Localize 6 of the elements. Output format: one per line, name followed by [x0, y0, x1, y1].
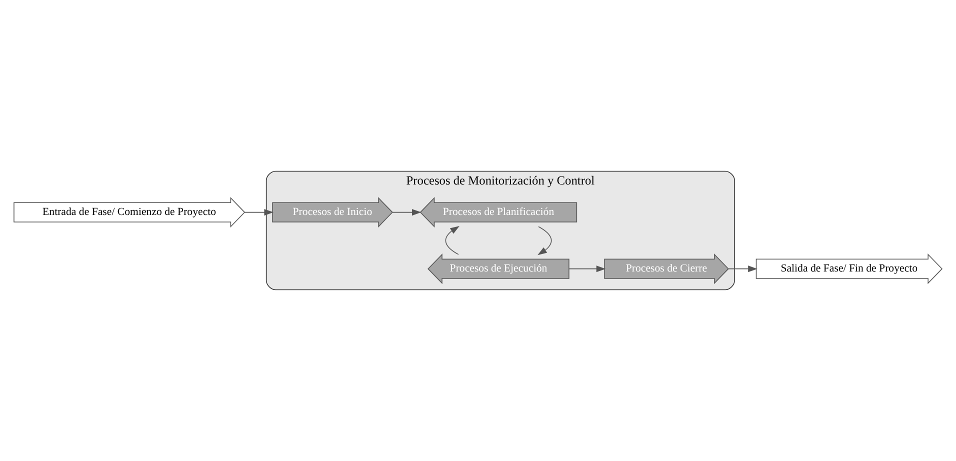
arrow: [392, 209, 422, 216]
arrow: [728, 266, 758, 272]
arrow: [445, 226, 460, 255]
arrow: [568, 266, 606, 272]
arrow: [244, 209, 274, 216]
arrow: [538, 226, 552, 256]
